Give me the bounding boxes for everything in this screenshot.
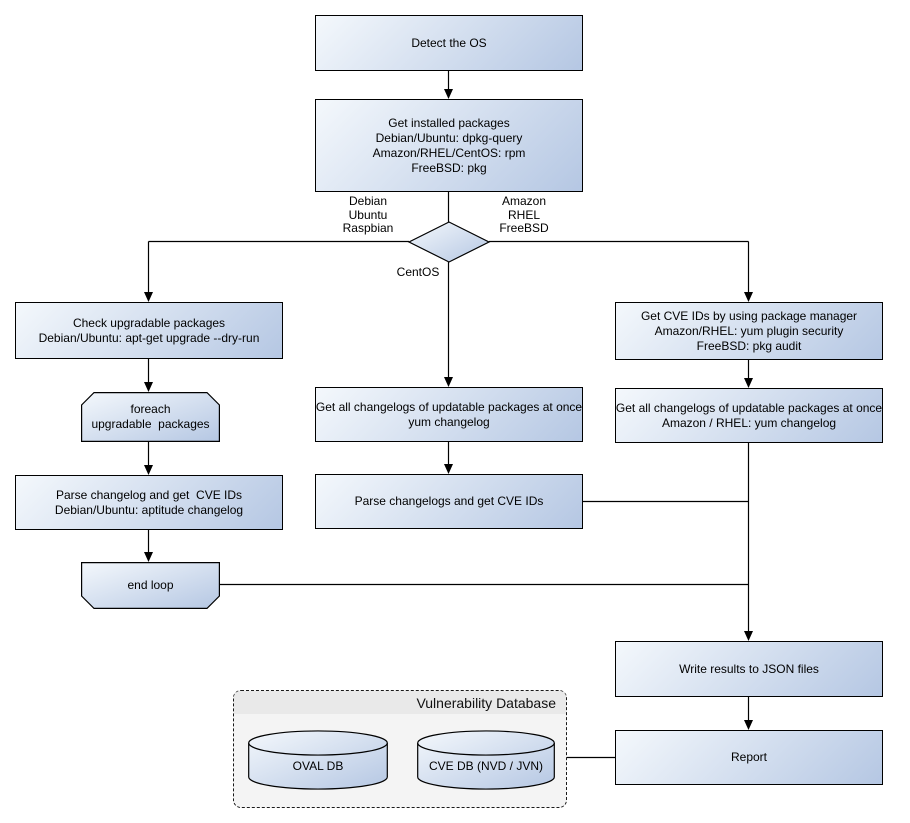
- node-write-json-files-label: Write results to JSON files: [679, 661, 819, 676]
- os-decision-diamond: [407, 221, 491, 263]
- oval-db-label: OVAL DB: [292, 759, 344, 773]
- oval-db-cylinder-icon: [248, 730, 388, 790]
- cve-db-cylinder-icon: [417, 730, 555, 790]
- node-report: Report: [615, 730, 883, 785]
- cve-db-label: CVE DB (NVD / JVN): [428, 759, 543, 773]
- branch-label-debian: Debian Ubuntu Raspbian: [342, 194, 394, 235]
- node-detect-os: Detect the OS: [315, 15, 583, 71]
- vulnerability-database-header: Vulnerability Database: [234, 691, 566, 714]
- vulnerability-database-title: Vulnerability Database: [416, 694, 556, 711]
- foreach-loop-shape: [81, 392, 220, 443]
- cve-db: CVE DB (NVD / JVN): [417, 730, 555, 790]
- vulnerability-database-panel: Vulnerability Database OVAL DB C: [233, 690, 567, 808]
- end-loop-shape: [81, 562, 220, 610]
- node-end-loop-label: end loop: [127, 578, 174, 592]
- node-end-loop: end loop: [81, 562, 220, 609]
- node-parse-changelogs-centos-label: Parse changelogs and get CVE IDs: [354, 494, 544, 508]
- node-get-installed-packages-label: Get installed packages Debian/Ubuntu: dp…: [372, 115, 526, 175]
- node-write-json-files: Write results to JSON files: [615, 641, 883, 697]
- node-get-cve-ids-pkg-manager-label: Get CVE IDs by using package manager Ama…: [640, 308, 858, 353]
- node-check-upgradable-packages: Check upgradable packages Debian/Ubuntu:…: [15, 302, 283, 359]
- node-parse-changelogs-centos: Parse changelogs and get CVE IDs: [315, 474, 583, 529]
- node-get-changelogs-centos: Get all changelogs of updatable packages…: [315, 387, 583, 442]
- node-parse-changelog-debian-label: Parse changelog and get CVE IDs Debian/U…: [54, 487, 244, 517]
- branch-label-amazon: Amazon RHEL FreeBSD: [499, 194, 549, 235]
- node-report-label: Report: [730, 750, 768, 764]
- node-get-installed-packages: Get installed packages Debian/Ubuntu: dp…: [315, 99, 583, 192]
- node-parse-changelog-debian: Parse changelog and get CVE IDs Debian/U…: [15, 475, 283, 530]
- node-detect-os-label: Detect the OS: [411, 35, 487, 50]
- node-get-cve-ids-pkg-manager: Get CVE IDs by using package manager Ama…: [615, 302, 883, 360]
- arrowheads: [144, 89, 753, 730]
- node-foreach-loop: foreach upgradable packages: [81, 392, 220, 442]
- node-foreach-loop-label: foreach upgradable packages: [91, 402, 210, 431]
- oval-db: OVAL DB: [248, 730, 388, 790]
- branch-label-centos: CentOS: [396, 265, 440, 279]
- node-get-changelogs-centos-label: Get all changelogs of updatable packages…: [315, 399, 583, 429]
- node-check-upgradable-packages-label: Check upgradable packages Debian/Ubuntu:…: [38, 315, 260, 345]
- node-get-changelogs-amazon: Get all changelogs of updatable packages…: [615, 388, 883, 443]
- node-get-changelogs-amazon-label: Get all changelogs of updatable packages…: [615, 400, 883, 430]
